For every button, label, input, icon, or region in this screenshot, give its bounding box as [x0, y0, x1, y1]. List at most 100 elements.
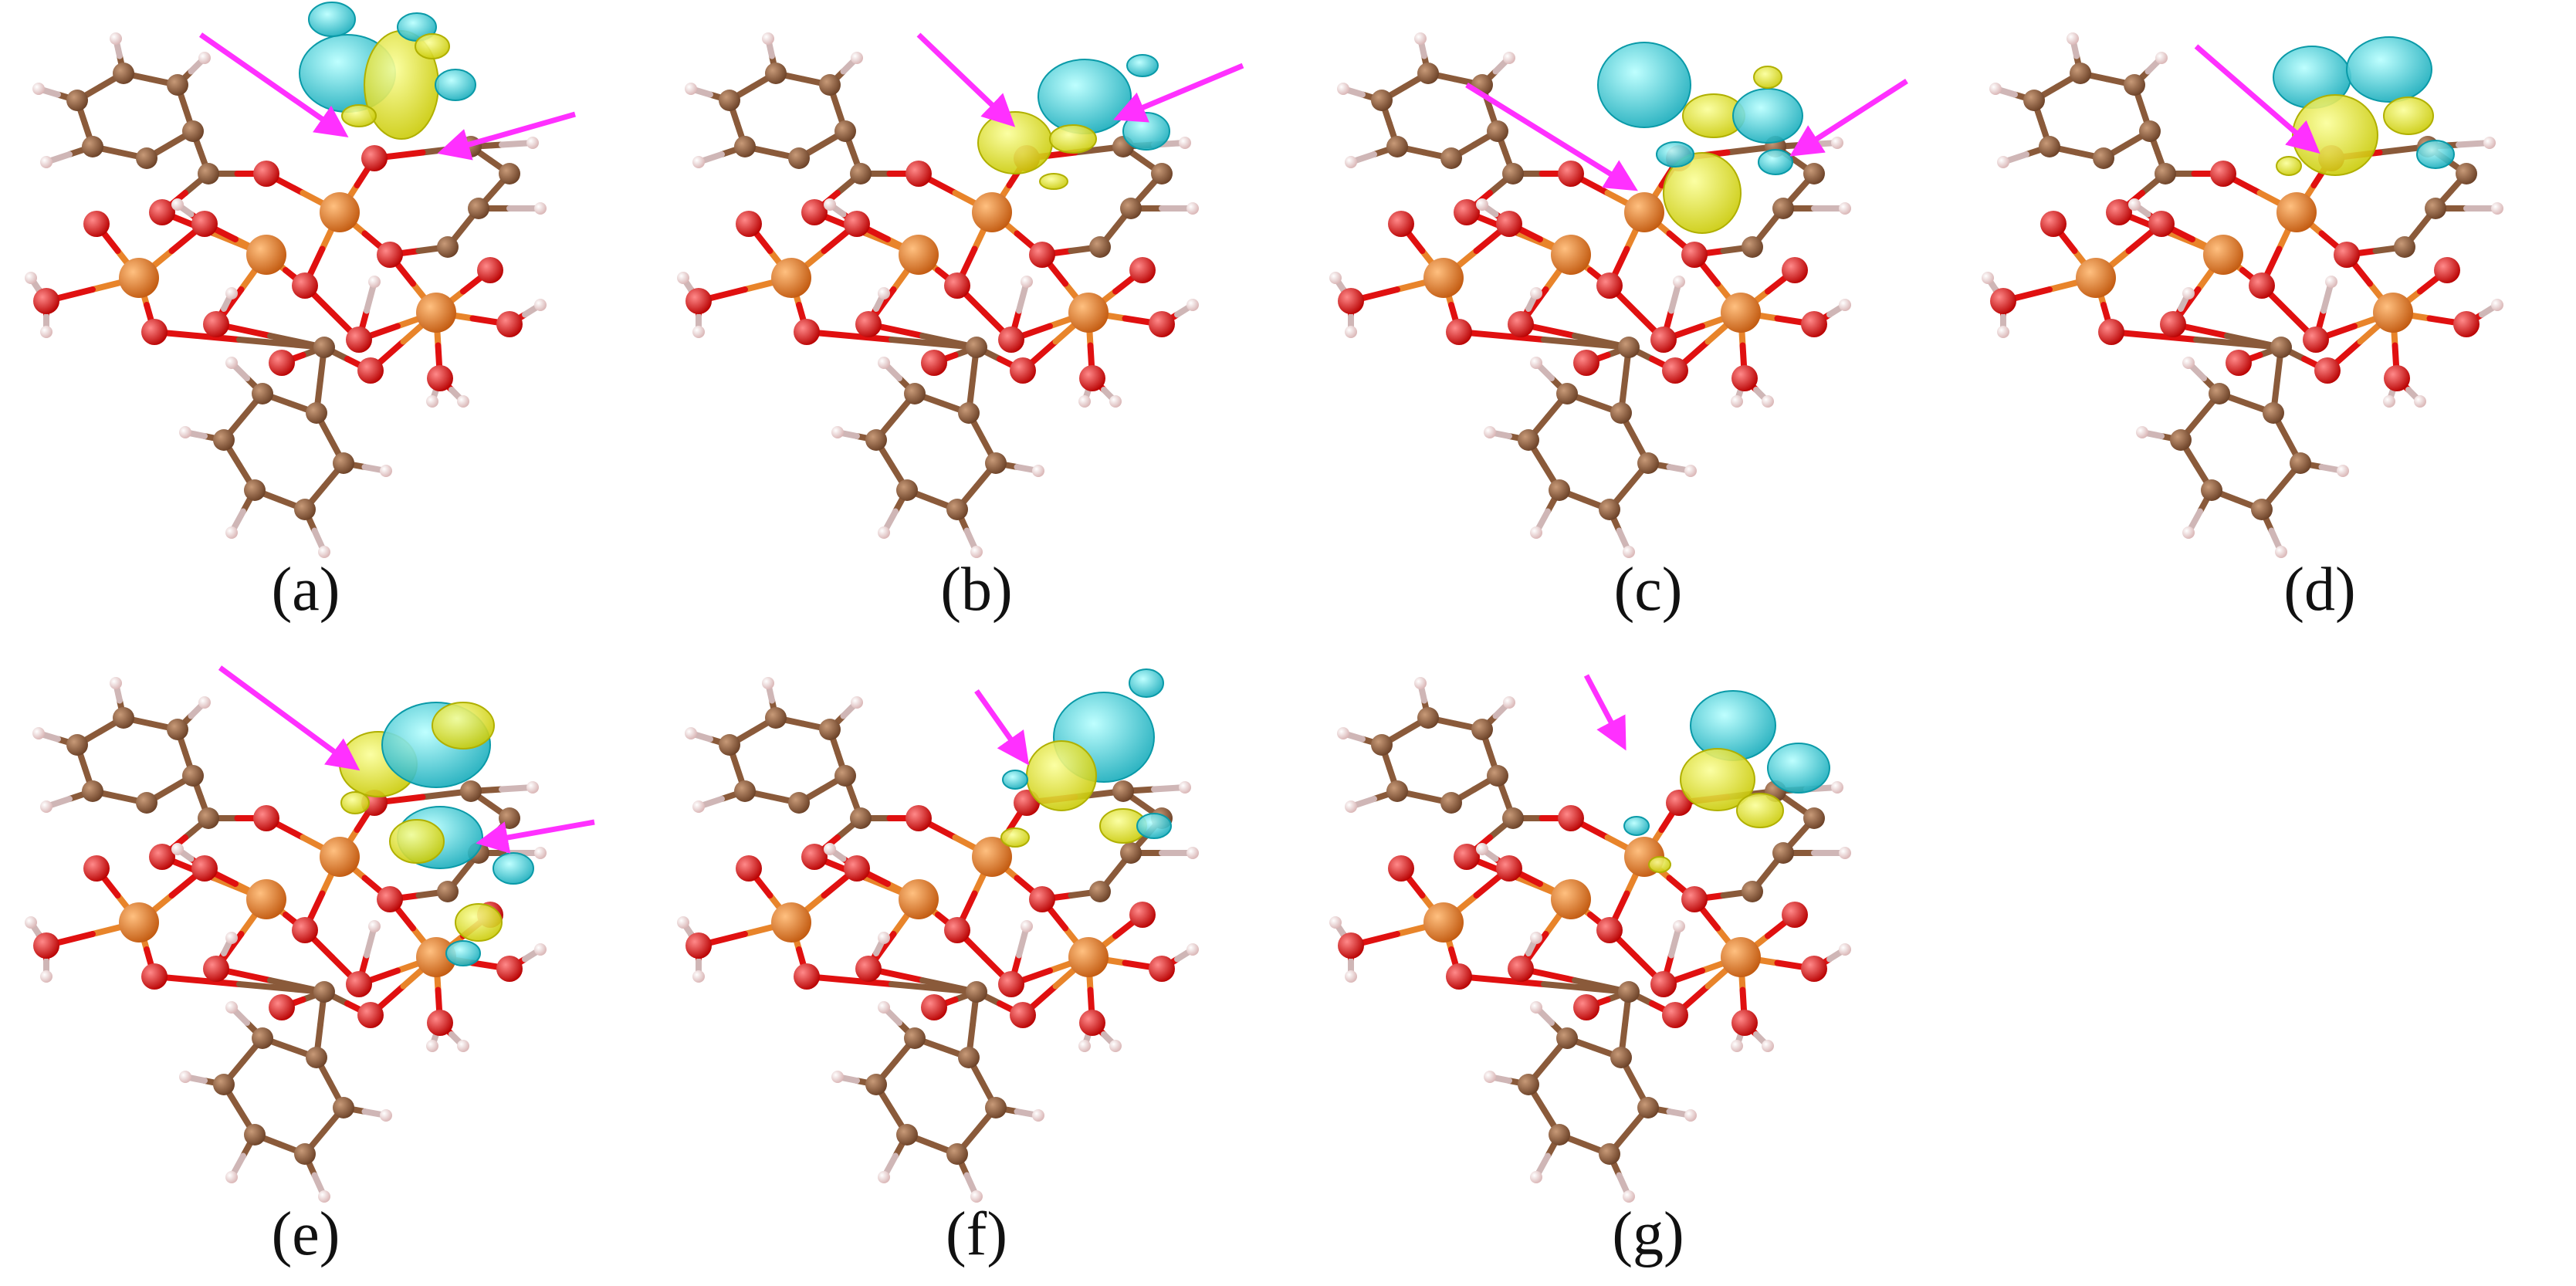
carbon-atom [1471, 719, 1493, 740]
carbon-atom [313, 981, 335, 1003]
oxygen-atom [2314, 357, 2341, 384]
carbon-atom [1803, 807, 1825, 829]
oxygen-atom [357, 357, 384, 384]
carbon-atom [198, 163, 219, 184]
hydrogen-atom [970, 1190, 983, 1203]
oxygen-atom [2453, 311, 2480, 337]
bond [151, 973, 242, 987]
isosurface-negative-lobe [435, 69, 476, 101]
isosurface-positive-lobe [1680, 748, 1755, 811]
oxygen-atom [83, 855, 110, 882]
carbon-atom [136, 147, 157, 169]
hydrogen-atom [1021, 920, 1033, 932]
bond [1456, 329, 1547, 343]
hydrogen-atom [179, 1071, 191, 1083]
carbon-atom [788, 147, 810, 169]
metal-atom [899, 235, 939, 275]
metal-atom [2076, 258, 2116, 298]
carbon-atom [1417, 63, 1439, 84]
hydrogen-atom [851, 696, 863, 709]
carbon-atom [460, 780, 482, 802]
hydrogen-atom [1530, 1171, 1542, 1183]
carbon-atom [865, 1074, 887, 1095]
carbon-atom [966, 337, 987, 358]
oxygen-atom [191, 855, 218, 882]
oxygen-atom [141, 963, 168, 990]
isosurface-negative-lobe [1623, 816, 1650, 836]
carbon-atom [1610, 1047, 1632, 1068]
oxygen-atom [801, 199, 828, 225]
hydrogen-atom [40, 326, 52, 338]
hydrogen-atom [1186, 847, 1199, 859]
carbon-atom [1599, 1143, 1620, 1165]
hydrogen-atom [2337, 465, 2349, 477]
hydrogen-atom [1839, 847, 1851, 859]
isosurface-negative-lobe [2346, 36, 2432, 103]
carbon-atom [2209, 383, 2230, 404]
isosurface-positive-lobe [1663, 152, 1742, 234]
carbon-atom [1440, 147, 1462, 169]
oxygen-atom [427, 365, 453, 391]
hydrogen-atom [762, 32, 774, 45]
carbon-atom [437, 236, 459, 258]
hydrogen-atom [2275, 546, 2287, 558]
hydrogen-atom [1032, 1109, 1044, 1122]
hydrogen-atom [171, 198, 184, 211]
carbon-atom [1599, 499, 1620, 520]
oxygen-atom [905, 161, 932, 187]
oxygen-atom [1681, 242, 1708, 268]
panel-label-c: (c) [1614, 556, 1683, 624]
isosurface-positive-lobe [341, 104, 377, 127]
panel-g [1329, 674, 1851, 1203]
carbon-atom [946, 499, 968, 520]
carbon-atom [213, 429, 235, 451]
oxygen-atom [2334, 242, 2360, 268]
carbon-atom [1151, 163, 1173, 184]
hydrogen-atom [368, 920, 381, 932]
carbon-atom [1637, 1097, 1659, 1118]
carbon-atom [113, 63, 134, 84]
carbon-atom [2263, 402, 2284, 424]
oxygen-atom [427, 1010, 453, 1036]
hydrogen-atom [2491, 202, 2503, 215]
isosurface-negative-lobe [493, 852, 534, 885]
panel-a [25, 2, 576, 558]
oxygen-atom [1782, 257, 1808, 283]
hydrogen-atom [1345, 156, 1357, 168]
oxygen-atom [1650, 971, 1677, 997]
hydrogen-atom [318, 1190, 330, 1203]
hydrogen-atom [1476, 198, 1488, 211]
oxygen-atom [1079, 1010, 1105, 1036]
isosurface-positive-lobe [340, 791, 370, 814]
carbon-atom [2070, 63, 2091, 84]
metal-atom [119, 902, 159, 943]
carbon-atom [468, 198, 489, 219]
carbon-atom [865, 429, 887, 451]
oxygen-atom [1596, 272, 1623, 299]
carbon-atom [2139, 120, 2161, 142]
carbon-atom [985, 452, 1007, 474]
oxygen-atom [141, 319, 168, 345]
hydrogen-atom [1476, 843, 1488, 855]
hydrogen-atom [1762, 395, 1774, 408]
oxygen-atom [377, 242, 403, 268]
carbon-atom [734, 136, 756, 157]
hydrogen-atom [318, 546, 330, 558]
oxygen-atom [685, 932, 712, 959]
oxygen-atom [1573, 994, 1599, 1020]
metal-atom [416, 293, 456, 333]
bond [804, 329, 895, 343]
hydrogen-atom [534, 943, 547, 956]
hydrogen-atom [1530, 526, 1542, 539]
oxygen-atom [1010, 357, 1036, 384]
metal-atom [1423, 902, 1464, 943]
carbon-atom [958, 1047, 980, 1068]
panel-b [677, 32, 1244, 558]
oxygen-atom [253, 161, 279, 187]
isosurface-positive-lobe [1049, 124, 1097, 154]
carbon-atom [1803, 163, 1825, 184]
pointer-arrow [199, 32, 349, 137]
isosurface-negative-lobe [2416, 140, 2455, 169]
hydrogen-atom [1684, 1109, 1697, 1122]
